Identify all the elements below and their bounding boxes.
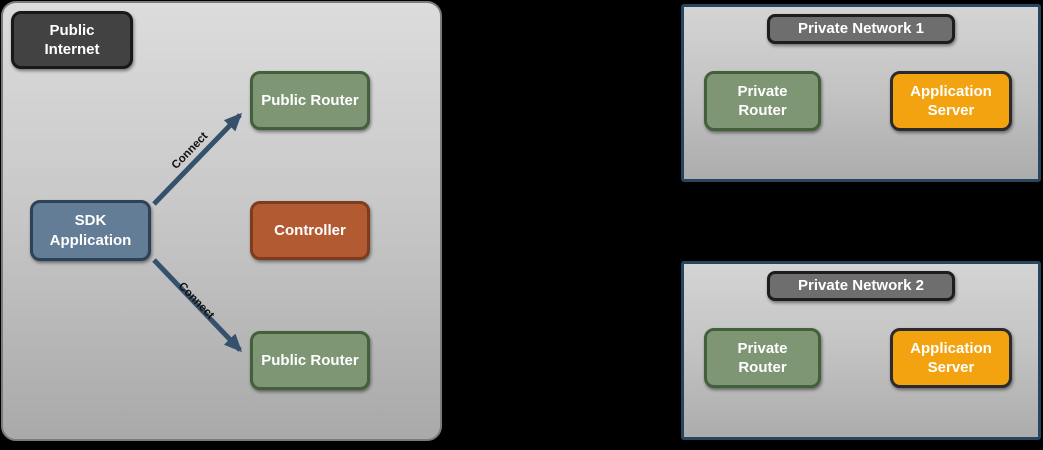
node-public-router-top: Public Router: [250, 71, 370, 130]
private-network-2-title: Private Network 2: [767, 271, 955, 301]
edge-label-connect-bottom: Connect: [175, 280, 217, 322]
private-network-1-title: Private Network 1: [767, 14, 955, 44]
node-application-server-2: Application Server: [890, 328, 1012, 388]
edge-connect-bottom: [152, 258, 243, 353]
node-controller: Controller: [250, 201, 370, 260]
edge-label-connect-top: Connect: [169, 130, 211, 172]
node-public-internet: Public Internet: [11, 11, 133, 69]
private-network-2-panel: Private Network 2 Private Router Applica…: [681, 261, 1041, 440]
public-internet-zone: Connect Connect Public Internet Public R…: [1, 1, 442, 441]
node-application-server-1: Application Server: [890, 71, 1012, 131]
private-network-1-panel: Private Network 1 Private Router Applica…: [681, 4, 1041, 182]
node-private-router-2: Private Router: [704, 328, 821, 388]
node-sdk-application: SDK Application: [30, 200, 151, 261]
node-private-router-1: Private Router: [704, 71, 821, 131]
node-public-router-bottom: Public Router: [250, 331, 370, 390]
edge-connect-top: [152, 112, 243, 206]
